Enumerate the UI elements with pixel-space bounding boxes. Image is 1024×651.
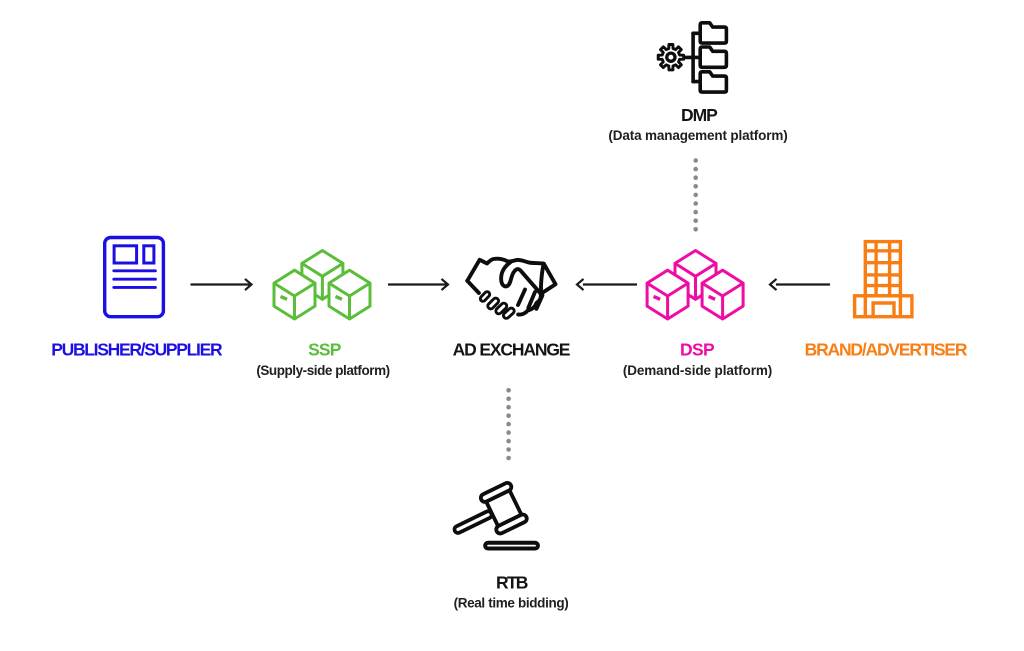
svg-text:(Demand-side platform): (Demand-side platform) <box>623 363 772 378</box>
svg-text:(Data management platform): (Data management platform) <box>608 128 787 143</box>
svg-text:(Supply-side platform): (Supply-side platform) <box>256 363 389 378</box>
svg-text:SSP: SSP <box>308 340 342 360</box>
svg-text:(Real time bidding): (Real time bidding) <box>454 596 569 611</box>
svg-text:DMP: DMP <box>681 105 718 125</box>
svg-text:PUBLISHER/SUPPLIER: PUBLISHER/SUPPLIER <box>51 340 223 360</box>
svg-text:DSP: DSP <box>680 340 715 360</box>
svg-text:RTB: RTB <box>496 572 528 592</box>
svg-text:AD EXCHANGE: AD EXCHANGE <box>453 340 570 360</box>
svg-text:BRAND/ADVERTISER: BRAND/ADVERTISER <box>805 340 968 360</box>
